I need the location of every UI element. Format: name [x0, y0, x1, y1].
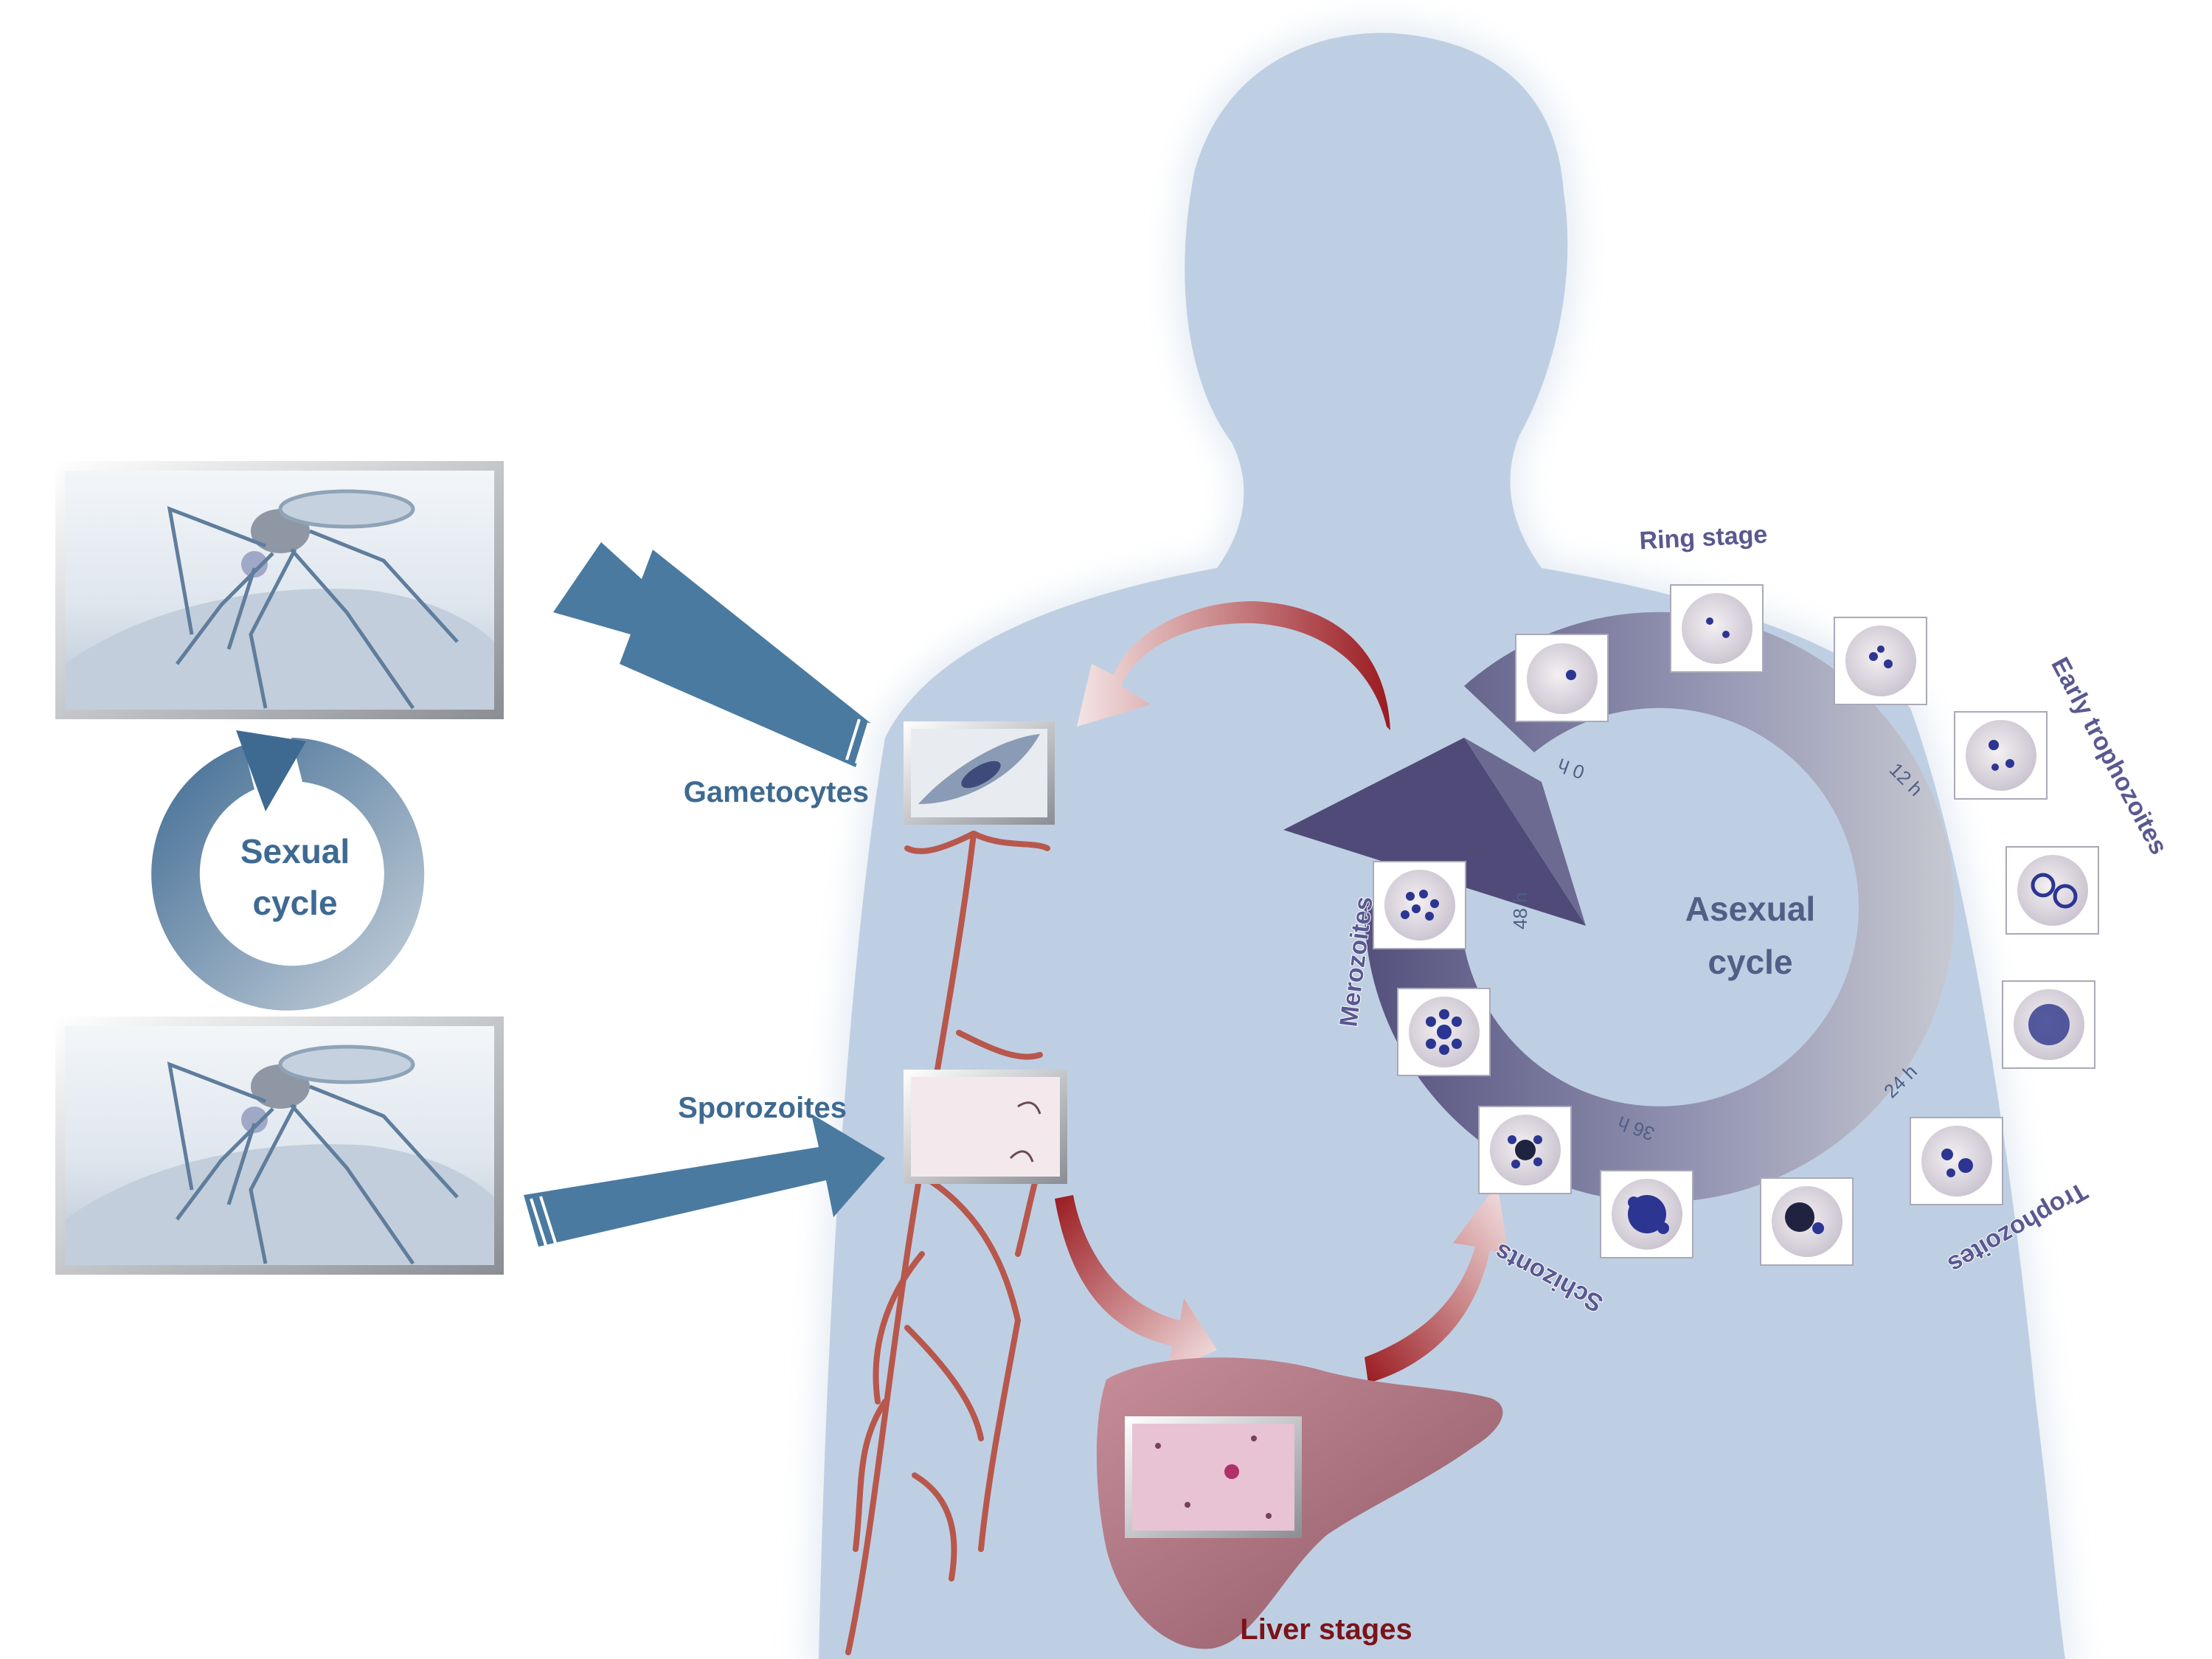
asexual-cycle-ring [1364, 612, 1955, 1202]
cell-merozoite-2 [1373, 861, 1466, 949]
gametocyte-image [904, 721, 1055, 825]
arrow-to-mosquito [553, 542, 870, 767]
cell-early-troph-2 [1954, 711, 2048, 800]
asexual-cycle-label-2: cycle [1707, 943, 1792, 981]
red-arrow-to-liver [1055, 1195, 1217, 1372]
red-arrow-from-liver [1365, 1184, 1508, 1383]
cell-early-troph-3 [2005, 846, 2099, 935]
liver-stages-label: Liver stages [1240, 1613, 1412, 1646]
red-arrow-gametocytes [1077, 601, 1390, 730]
sporozoites-label: Sporozoites [678, 1092, 847, 1124]
ring-stage-label: Ring stage [1639, 520, 1769, 555]
sexual-cycle-label-2: cycle [252, 884, 337, 922]
mosquito-icon [167, 489, 459, 710]
cell-early-troph-1 [1834, 617, 1927, 705]
early-trophozoites-label: Early trophozoites [2045, 653, 2173, 859]
skin-surface [65, 589, 494, 710]
cell-schizont-1 [1600, 1170, 1693, 1258]
cell-trophozoite-2 [1910, 1117, 2003, 1205]
cell-schizont-2 [1478, 1106, 1572, 1194]
skin-surface [65, 1144, 494, 1265]
liver [1096, 1357, 1503, 1649]
cell-trophozoite-1 [2002, 980, 2095, 1069]
cell-trophozoite-3 [1760, 1177, 1854, 1266]
time-mark-48h: 48 h [1509, 892, 1531, 929]
sexual-cycle-arrowhead [236, 730, 306, 811]
arrow-from-mosquito [524, 1114, 885, 1247]
asexual-cycle-label-1: Asexual [1685, 890, 1815, 928]
sporozoite-image [904, 1070, 1067, 1184]
cell-0h [1515, 634, 1609, 722]
gametocytes-label: Gametocytes [684, 776, 869, 808]
cell-ring-stage [1670, 584, 1764, 673]
mosquito-photo-top [55, 461, 504, 719]
mosquito-icon [167, 1045, 459, 1265]
cell-thumbnails [1373, 584, 2099, 1266]
asexual-cycle-arrowhead [1283, 738, 1586, 926]
cell-merozoite-1 [1397, 988, 1491, 1076]
sexual-cycle-label-1: Sexual [240, 832, 350, 870]
liver-stage-micrograph [1132, 1424, 1294, 1531]
mosquito-photo-bottom [55, 1016, 504, 1275]
sexual-cycle-ring: Sexual cycle [151, 730, 425, 1011]
